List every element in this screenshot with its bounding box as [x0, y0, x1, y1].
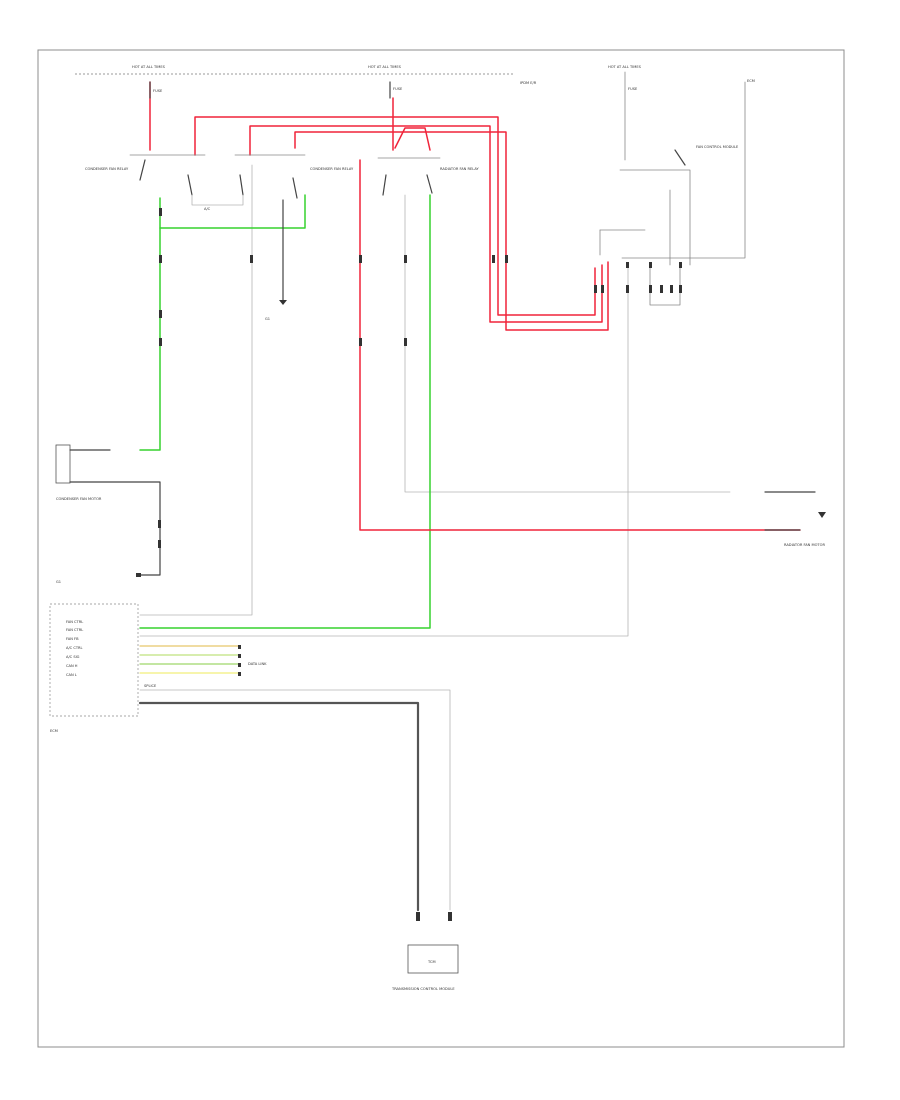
ground-left-label: G1 [56, 580, 61, 584]
relay-2-contact [239, 174, 244, 196]
fan-ctrl-switch [674, 149, 686, 166]
red-wire-radiator-motor [359, 159, 801, 531]
green-cross-wire [159, 194, 306, 229]
diagram-frame [37, 49, 845, 1048]
relay-1-contact-b [187, 174, 193, 196]
ac-ref-label: A/C [204, 207, 211, 211]
fuse-label-a: FUSE [153, 89, 163, 93]
ecm-feedback-wire [139, 164, 253, 616]
condenser-fan-relay-label: CONDENSER FAN RELAY [85, 167, 129, 171]
green-wire-radiator [139, 194, 431, 629]
fan-ctrl-top [619, 169, 691, 266]
tcm-signal-wire-light [139, 689, 451, 911]
radiator-fan-relay-label: RADIATOR FAN RELAY [440, 167, 480, 171]
condenser-fan-relay-2-label: CONDENSER FAN RELAY [310, 167, 354, 171]
ipdm-ref-label: IPDM E/R [520, 81, 537, 85]
fuse-label-b: FUSE [393, 87, 403, 91]
hot-label-2: HOT AT ALL TIMES [368, 65, 402, 69]
hot-label-1: HOT AT ALL TIMES [132, 65, 166, 69]
ground-center-symbol [279, 300, 287, 305]
red-loop-outer [194, 116, 596, 316]
condenser-fan-motor-label: CONDENSER FAN MOTOR [56, 497, 102, 501]
ground-center-label: G1 [265, 317, 270, 321]
fan-control-module-label: FAN CONTROL MODULE [696, 145, 739, 149]
tcm-module-label: TRANSMISSION CONTROL MODULE [391, 987, 455, 991]
tcm-signal-wire-dark [138, 701, 420, 912]
motor-ground-wire [69, 481, 161, 576]
connector-pins [159, 208, 682, 346]
ecm-pin-5: A/C SIG [66, 655, 80, 659]
hot-label-3: HOT AT ALL TIMES [608, 65, 642, 69]
relay-interconnect [191, 194, 244, 206]
red-jumper [394, 127, 431, 151]
radiator-motor-symbol [818, 512, 826, 518]
fan-control-feedback-wire [139, 267, 629, 637]
ecm-pin-7: CAN L [66, 673, 77, 677]
tcm-box [407, 944, 459, 974]
data-link-label: DATA LINK [248, 662, 267, 666]
ecm-pin-3: FAN FB [66, 637, 79, 641]
ecm-pin-2: FAN CTRL [66, 628, 83, 632]
red-loop-middle [249, 125, 603, 323]
fan-ctrl-loop [649, 264, 681, 306]
relay-2-contact-b [292, 177, 298, 199]
ecm-left-label: ECM [50, 729, 58, 733]
green-wire-condenser [139, 197, 161, 451]
relay-3-contact [382, 174, 387, 196]
splice-label: SPLICE [144, 684, 157, 688]
red-loop-inner [294, 131, 609, 331]
condenser-fan-motor-box [55, 444, 71, 484]
ecm-pin-4: A/C CTRL [66, 646, 83, 650]
ecm-pin-1: FAN CTRL [66, 620, 83, 624]
aux-right-label: ECM [747, 79, 755, 83]
ecm-pin-6: CAN H [66, 664, 78, 668]
relay-1-contact [139, 159, 146, 181]
relay-3-contact-b [426, 174, 433, 194]
radiator-feedback-wire [404, 194, 731, 493]
radiator-fan-motor-label: RADIATOR FAN MOTOR [784, 543, 825, 547]
right-aux-wire [621, 81, 746, 259]
ecm-box [49, 603, 139, 717]
tcm-box-label: TCM [427, 960, 436, 964]
fuse-label-c: FUSE [628, 87, 638, 91]
